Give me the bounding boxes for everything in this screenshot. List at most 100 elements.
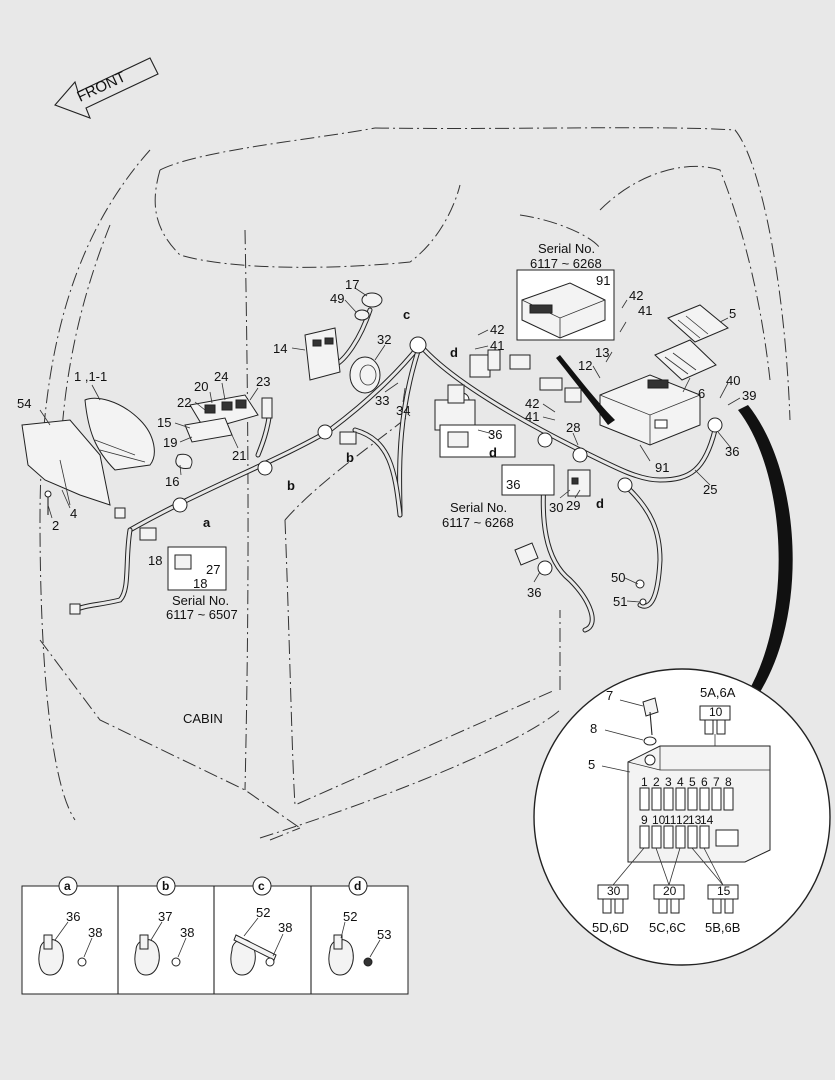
marker-a: a xyxy=(203,515,211,530)
box-36-right xyxy=(501,464,555,496)
slot-14: 14 xyxy=(700,813,714,827)
callout-41-c: 41 xyxy=(525,409,539,424)
detail-7: 7 xyxy=(606,688,613,703)
detail-8: 8 xyxy=(590,721,597,736)
cabin-label: CABIN xyxy=(183,711,223,726)
callout-19: 19 xyxy=(163,435,177,450)
detail-5: 5 xyxy=(588,757,595,772)
serial-top-range: 6117 ~ 6268 xyxy=(530,256,602,271)
serial-center-range: 6117 ~ 6268 xyxy=(442,515,514,530)
connector-18 xyxy=(69,507,157,615)
part-14 xyxy=(304,327,341,381)
marker-d-3: d xyxy=(596,496,604,511)
serial-box-left: Serial No. 6117 ~ 6507 xyxy=(166,546,238,622)
callout-17: 17 xyxy=(345,277,359,292)
slot-8: 8 xyxy=(725,775,732,789)
legend-d-part-1: 52 xyxy=(343,909,357,924)
legend-col-b: b 37 38 xyxy=(134,876,194,976)
switch-panel xyxy=(175,394,273,469)
callout-34: 34 xyxy=(396,403,410,418)
callout-51: 51 xyxy=(613,594,627,609)
slot-1: 1 xyxy=(641,775,648,789)
detail-5d: 5D,6D xyxy=(592,920,629,935)
legend-key-d: d xyxy=(354,879,361,893)
section-markers: a b b c d d d xyxy=(203,307,604,530)
serial-top-title: Serial No. xyxy=(538,241,595,256)
legend-c-part-1: 52 xyxy=(256,905,270,920)
callout-30: 30 xyxy=(549,500,563,515)
callout-36-a: 36 xyxy=(488,427,502,442)
slot-9: 9 xyxy=(641,813,648,827)
slot-numbers-top: 1 2 3 4 5 6 7 8 xyxy=(641,775,732,789)
marker-d-2: d xyxy=(489,445,497,460)
callout-41-a: 41 xyxy=(490,338,504,353)
callout-33: 33 xyxy=(375,393,389,408)
legend-a-part-1: 36 xyxy=(66,909,80,924)
callout-2: 2 xyxy=(52,518,59,533)
leader-lines xyxy=(39,287,741,603)
monitor-assembly xyxy=(21,397,155,515)
legend-b-part-1: 37 xyxy=(158,909,172,924)
callout-12: 12 xyxy=(578,358,592,373)
fuse-detail: 1 2 3 4 5 6 7 8 9 10 11 12 13 14 10 xyxy=(533,668,831,966)
slot-6: 6 xyxy=(701,775,708,789)
marker-c: c xyxy=(403,307,410,322)
slot-13: 13 xyxy=(688,813,702,827)
callout-23: 23 xyxy=(256,374,270,389)
callout-54: 54 xyxy=(17,396,31,411)
callout-36-c: 36 xyxy=(506,477,520,492)
slot-10: 10 xyxy=(652,813,666,827)
legend-a-part-2: 38 xyxy=(88,925,102,940)
slot-numbers-bottom: 9 10 11 12 13 14 xyxy=(641,813,714,827)
callout-49: 49 xyxy=(330,291,344,306)
callout-42-b: 42 xyxy=(629,288,643,303)
part-29-30 xyxy=(567,469,591,497)
legend-key-a: a xyxy=(64,879,71,893)
detail-arc xyxy=(556,355,793,692)
detail-5a: 5A,6A xyxy=(700,685,736,700)
legend-key-b: b xyxy=(162,879,169,893)
legend-b-part-2: 38 xyxy=(180,925,194,940)
slot-5: 5 xyxy=(689,775,696,789)
callout-50: 50 xyxy=(611,570,625,585)
callout-numbers: 54 1 ,1-1 2 4 24 20 23 22 15 19 21 16 18… xyxy=(17,273,756,609)
callout-18-a: 18 xyxy=(148,553,162,568)
fuse-rating-right: 15 xyxy=(717,884,731,898)
callout-36-b: 36 xyxy=(725,444,739,459)
detail-5c: 5C,6C xyxy=(649,920,686,935)
radio-unit-91 xyxy=(599,374,701,446)
fuse-5c-icon: 20 xyxy=(653,884,685,914)
slot-3: 3 xyxy=(665,775,672,789)
callout-91-a: 91 xyxy=(596,273,610,288)
callout-28: 28 xyxy=(566,420,580,435)
callout-14: 14 xyxy=(273,341,287,356)
callout-42-c: 42 xyxy=(525,396,539,411)
screws-50-51 xyxy=(635,579,647,606)
callout-22: 22 xyxy=(177,395,191,410)
fuse-rating-left: 30 xyxy=(607,884,621,898)
callout-39: 39 xyxy=(742,388,756,403)
part-32-horn xyxy=(349,356,381,394)
callout-21: 21 xyxy=(232,448,246,463)
serial-left-range: 6117 ~ 6507 xyxy=(166,607,238,622)
fuse-boxes-5-6 xyxy=(654,304,729,381)
callout-20: 20 xyxy=(194,379,208,394)
marker-b-1: b xyxy=(287,478,295,493)
slot-11: 11 xyxy=(664,813,677,827)
legend-d-part-2: 53 xyxy=(377,927,391,942)
slot-2: 2 xyxy=(653,775,660,789)
callout-4: 4 xyxy=(70,506,77,521)
cabin-outline xyxy=(39,127,791,841)
legend-col-a: a 36 38 xyxy=(38,876,102,976)
callout-16: 16 xyxy=(165,474,179,489)
callout-18-b: 18 xyxy=(193,576,207,591)
slot-4: 4 xyxy=(677,775,684,789)
serial-left-title: Serial No. xyxy=(172,593,229,608)
callout-40: 40 xyxy=(726,373,740,388)
callout-32: 32 xyxy=(377,332,391,347)
connector-lower xyxy=(514,542,539,566)
callout-6: 6 xyxy=(698,386,705,401)
callout-27: 27 xyxy=(206,562,220,577)
callout-13: 13 xyxy=(595,345,609,360)
